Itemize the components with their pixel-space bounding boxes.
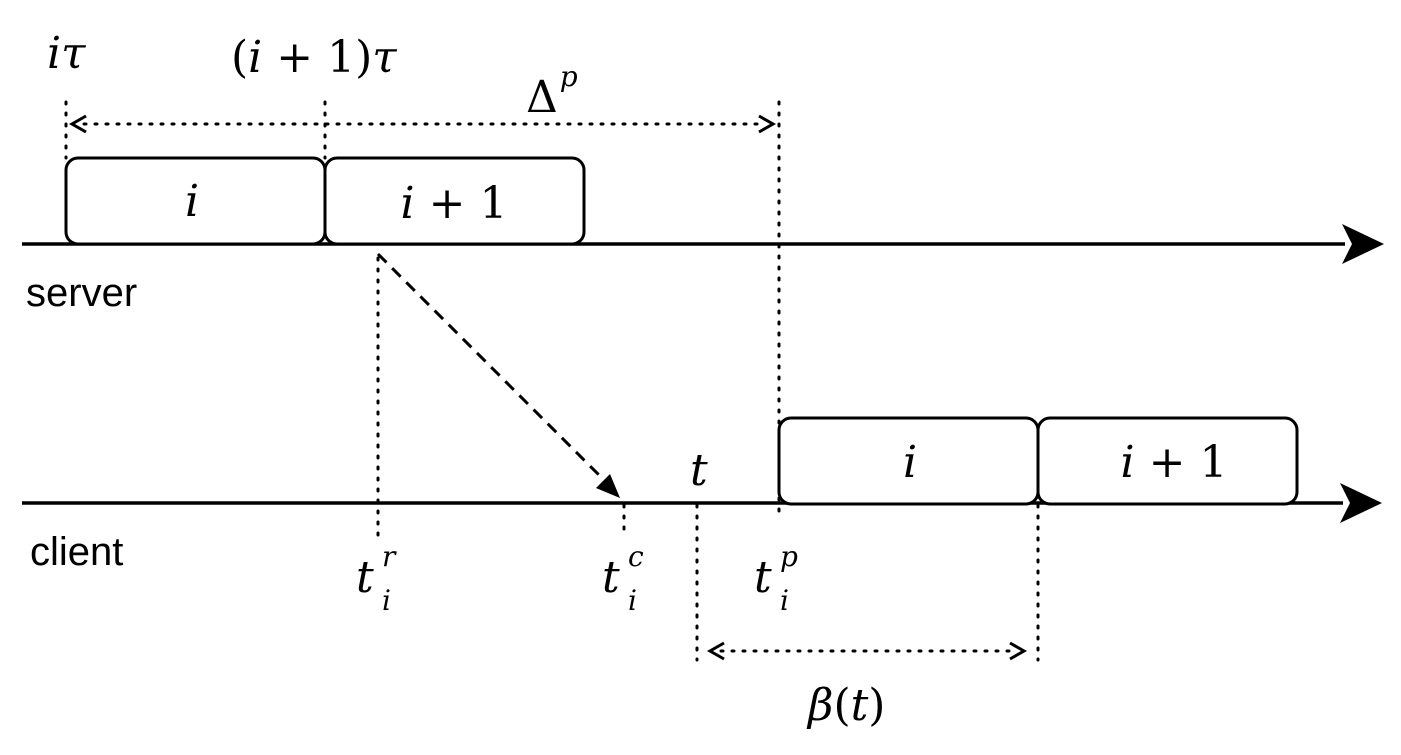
t-i-p-label: t xyxy=(754,552,772,603)
server-block-i-plus-1-label: i + 1 xyxy=(401,178,508,229)
t-i-c-subscript: i xyxy=(628,584,637,617)
server-axis-arrowhead xyxy=(1342,224,1384,264)
transmission-arrow xyxy=(376,252,620,498)
beta-interval-arrow xyxy=(706,641,1028,661)
delta-p-arrow-right-head xyxy=(758,114,777,134)
i-tau-label: iτ xyxy=(47,28,86,79)
beta-arrow-left-head xyxy=(706,641,725,661)
client-block-i-plus-1: i + 1 xyxy=(1036,416,1299,506)
server-block-i-plus-1: i + 1 xyxy=(323,156,586,246)
server-block-i-label: i xyxy=(185,176,199,227)
server-block-i-plus-1-rect xyxy=(323,156,586,246)
transmission-arrow-head xyxy=(596,474,620,498)
client-block-i-plus-1-rect xyxy=(1036,416,1299,506)
delta-p-label: Δp xyxy=(526,60,578,123)
t-i-c-superscript: c xyxy=(628,540,644,573)
server-label: server xyxy=(26,271,137,315)
client-block-i-plus-1-label: i + 1 xyxy=(1121,437,1228,488)
beta-arrow-right-head xyxy=(1009,641,1028,661)
beta-t-label: β(t) xyxy=(806,680,885,731)
t-i-p-subscript: i xyxy=(780,584,789,617)
transmission-arrow-line xyxy=(376,252,606,482)
client-block-i-label: i xyxy=(903,437,917,488)
server-block-i: i xyxy=(64,156,327,246)
client-axis-arrowhead xyxy=(1340,483,1382,523)
t-i-c-label: t xyxy=(602,552,620,603)
delta-p-arrow-left-head xyxy=(68,114,87,134)
client-label: client xyxy=(30,530,123,574)
t-i-r-subscript: i xyxy=(382,584,391,617)
i-plus-1-tau-label: (i + 1)τ xyxy=(231,32,397,83)
t-i-r-label: t xyxy=(356,552,374,603)
t-i-p-superscript: p xyxy=(780,540,798,573)
t-i-r-superscript: r xyxy=(382,540,397,573)
t-label: t xyxy=(690,445,708,496)
delta-p-interval-arrow xyxy=(68,114,777,134)
client-block-i: i xyxy=(777,416,1040,506)
